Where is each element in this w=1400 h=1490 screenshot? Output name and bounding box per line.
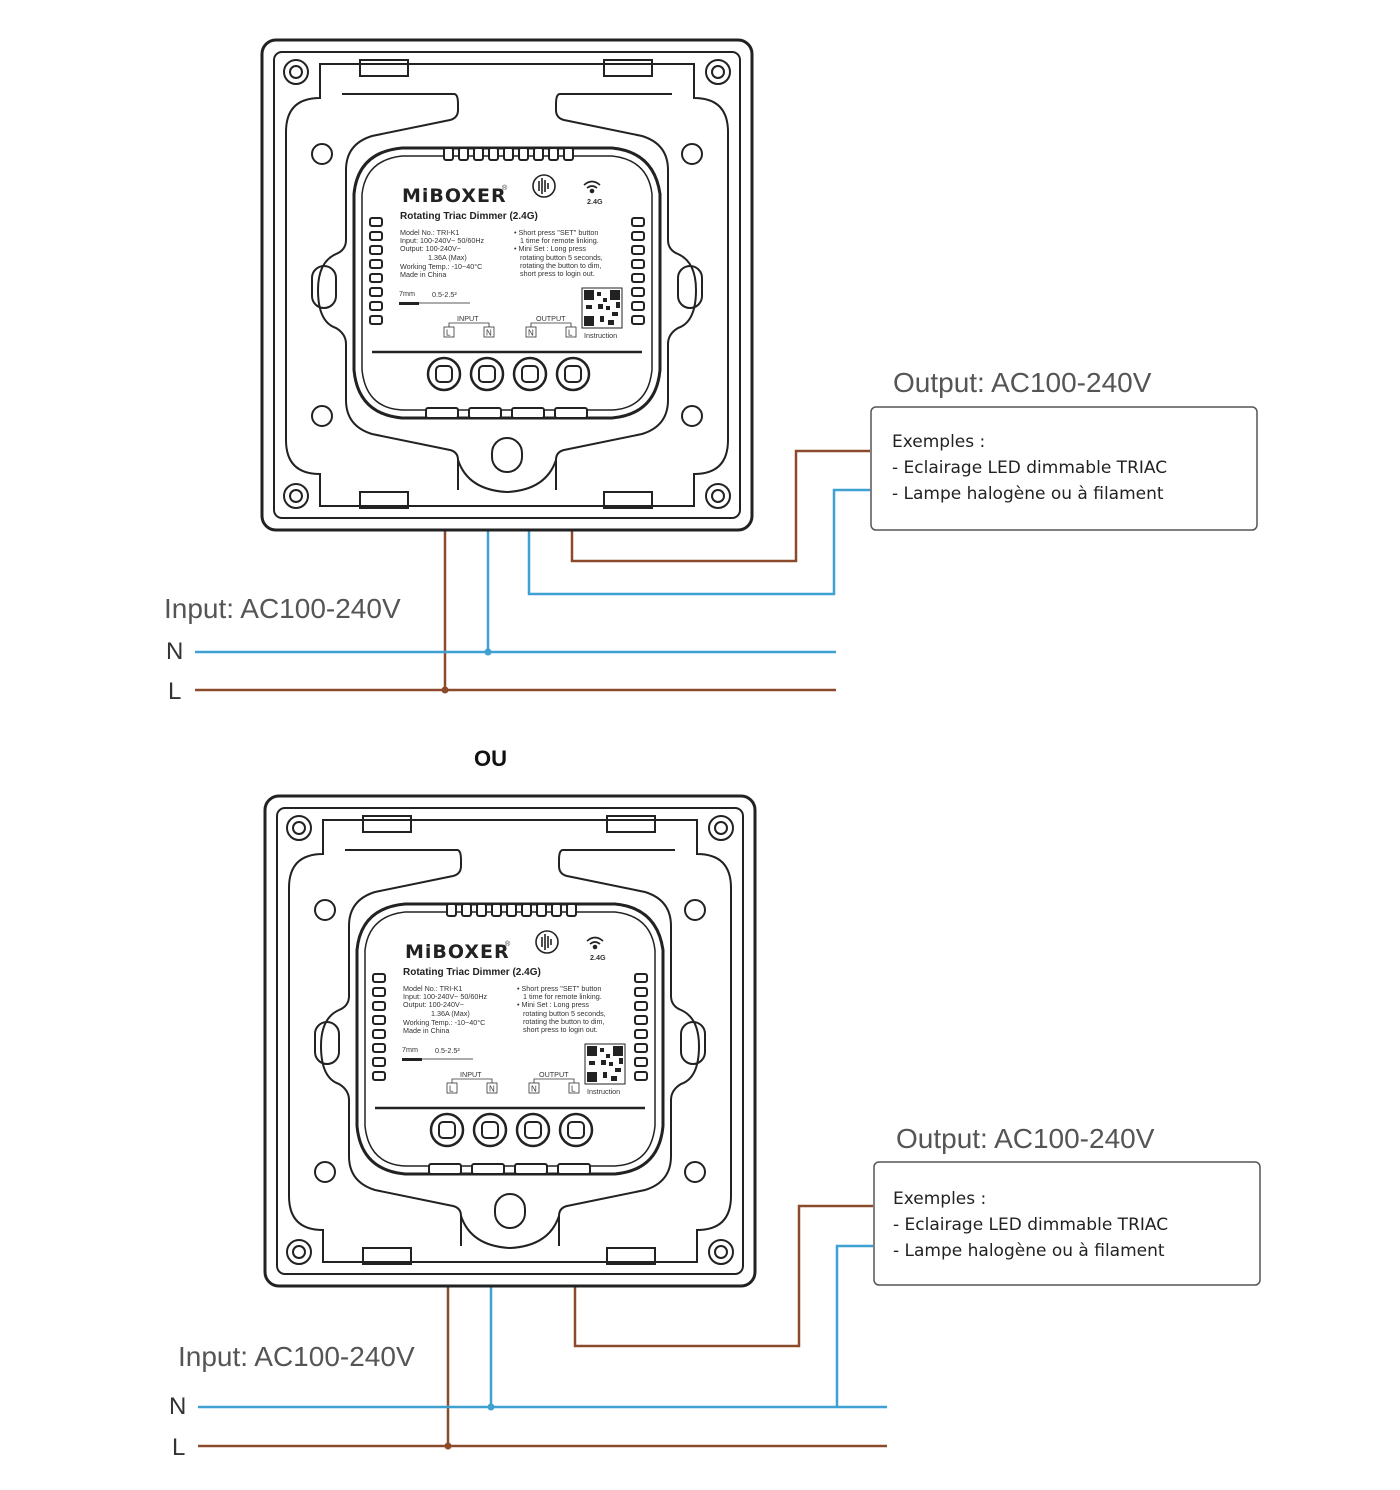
dimmer-device-2	[263, 794, 757, 1288]
diagram-2: MiBOXER ® 2.4G Rotating Triac Dimmer (2.…	[169, 794, 1261, 1461]
spec-line: Output: 100-240V~	[403, 1000, 464, 1009]
input-label: Input: AC100-240V	[178, 1341, 415, 1372]
wire-gauge: 0.5-2.5²	[432, 290, 457, 299]
output-label: Output: AC100-240V	[896, 1123, 1155, 1154]
strip-length: 7mm	[402, 1045, 418, 1054]
note-line: rotating the button to dim,	[523, 1017, 605, 1026]
neutral-label: N	[169, 1393, 186, 1420]
neutral-label: N	[166, 638, 183, 665]
note-line: rotating button 5 seconds,	[523, 1009, 606, 1018]
terminal-label: L	[449, 1085, 454, 1094]
wire-gauge: 0.5-2.5²	[435, 1046, 460, 1055]
spec-line: Output: 100-240V~	[400, 244, 461, 253]
device-label-1: MiBOXER ® 2.4G Rotating Triac Dimmer (2.…	[399, 183, 617, 340]
brand-name: MiBOXER	[405, 941, 510, 963]
terminal-label: N	[531, 1085, 537, 1094]
examples-line: - Eclairage LED dimmable TRIAC	[892, 458, 1167, 478]
note-line: • Mini Set : Long press	[517, 1000, 589, 1009]
spec-line: Made in China	[400, 270, 446, 279]
registered-mark: ®	[502, 183, 508, 192]
live-label: L	[172, 1434, 185, 1461]
registered-mark: ®	[505, 939, 511, 948]
terminal-label: N	[486, 329, 492, 338]
strip-length: 7mm	[399, 289, 415, 298]
note-line: 1 time for remote linking.	[523, 992, 602, 1001]
input-label: Input: AC100-240V	[164, 593, 401, 624]
input-group-label: INPUT	[457, 314, 479, 323]
live-label: L	[168, 678, 181, 705]
signal-label: 2.4G	[590, 953, 606, 962]
spec-line: Working Temp.: -10~40°C	[400, 262, 482, 271]
live-wire-output	[573, 1176, 873, 1348]
output-group-label: OUTPUT	[539, 1070, 569, 1079]
examples-line: - Lampe halogène ou à filament	[893, 1241, 1165, 1261]
terminal-label: L	[568, 329, 573, 338]
signal-label: 2.4G	[587, 197, 603, 206]
examples-box	[873, 1161, 1261, 1286]
dimmer-device-1	[260, 38, 754, 532]
qr-caption: Instruction	[584, 331, 617, 340]
diagram-1: MiBOXER ® 2.4G Rotating Triac Dimmer (2.…	[164, 38, 1258, 705]
spec-line: Model No.: TRI-K1	[403, 984, 462, 993]
examples-line: Exemples :	[893, 1189, 986, 1209]
spec-line: Input: 100-240V~ 50/60Hz	[400, 236, 485, 245]
product-name: Rotating Triac Dimmer (2.4G)	[400, 211, 538, 222]
examples-box	[870, 406, 1258, 531]
brand-name: MiBOXER	[402, 185, 507, 207]
note-line: short press to login out.	[523, 1025, 598, 1034]
output-label: Output: AC100-240V	[893, 367, 1152, 398]
qr-caption: Instruction	[587, 1087, 620, 1096]
note-line: • Short press "SET" button	[517, 984, 601, 993]
examples-line: Exemples :	[892, 432, 985, 452]
terminal-label: N	[489, 1085, 495, 1094]
spec-line: Working Temp.: -10~40°C	[403, 1018, 485, 1027]
spec-line: 1.36A (Max)	[428, 253, 467, 262]
note-line: rotating the button to dim,	[520, 261, 602, 270]
spec-line: Model No.: TRI-K1	[400, 228, 459, 237]
note-line: rotating button 5 seconds,	[520, 253, 603, 262]
device-label-2: MiBOXER ® 2.4G Rotating Triac Dimmer (2.…	[402, 939, 620, 1096]
examples-line: - Eclairage LED dimmable TRIAC	[893, 1215, 1168, 1235]
output-group-label: OUTPUT	[536, 314, 566, 323]
examples-line: - Lampe halogène ou à filament	[892, 484, 1164, 504]
note-line: short press to login out.	[520, 269, 595, 278]
terminal-label: N	[528, 329, 534, 338]
spec-line: 1.36A (Max)	[431, 1009, 470, 1018]
input-group-label: INPUT	[460, 1070, 482, 1079]
note-line: • Short press "SET" button	[514, 228, 598, 237]
product-name: Rotating Triac Dimmer (2.4G)	[403, 967, 541, 978]
separator-ou: OU	[474, 746, 507, 771]
spec-line: Input: 100-240V~ 50/60Hz	[403, 992, 488, 1001]
terminal-label: L	[571, 1085, 576, 1094]
note-line: 1 time for remote linking.	[520, 236, 599, 245]
spec-line: Made in China	[403, 1026, 449, 1035]
neutral-wire-output	[527, 420, 870, 596]
terminal-label: L	[446, 329, 451, 338]
note-line: • Mini Set : Long press	[514, 244, 586, 253]
neutral-wire-output	[835, 1244, 873, 1407]
